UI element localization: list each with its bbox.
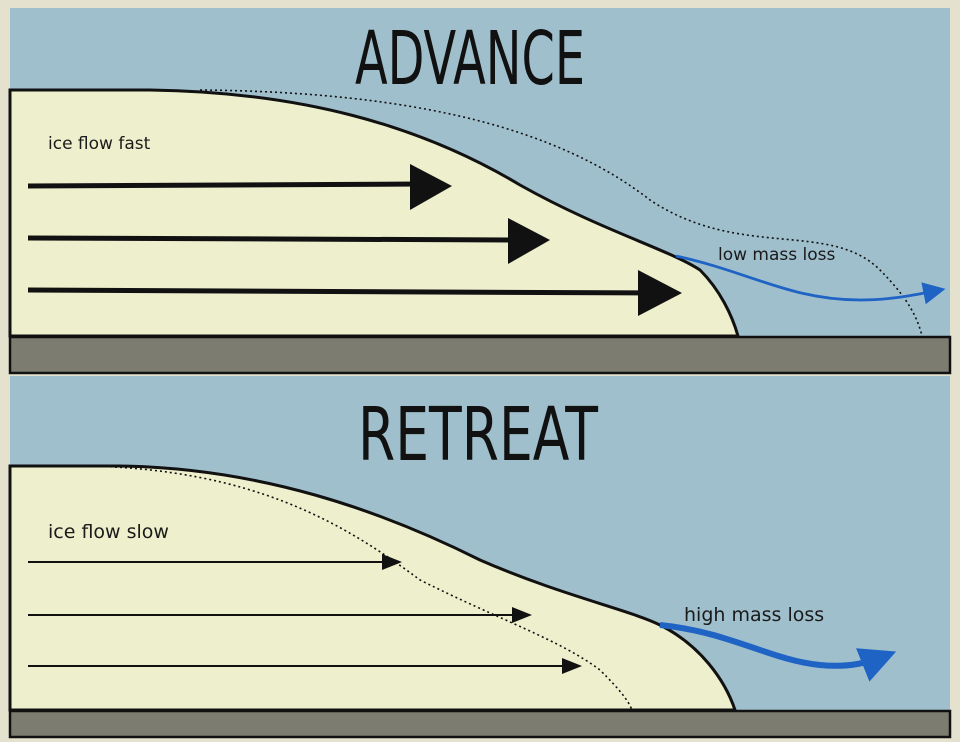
retreat-title: RETREAT <box>358 392 599 478</box>
retreat-flow-label: ice flow slow <box>48 521 169 543</box>
retreat-ice-body <box>8 464 738 712</box>
advance-flow-arrow <box>27 270 682 316</box>
advance-panel: ADVANCE ice flow fast low mass loss <box>8 8 952 375</box>
advance-ice-body <box>8 88 740 338</box>
advance-bedrock <box>8 335 952 375</box>
retreat-panel: RETREAT ice flow slow high mass loss <box>8 376 952 739</box>
retreat-mass-loss-arrow <box>659 622 897 682</box>
retreat-mass-loss-label: high mass loss <box>684 604 824 626</box>
advance-mass-loss-label: low mass loss <box>718 245 836 265</box>
advance-flow-arrow <box>27 164 452 210</box>
retreat-previous-extent-line <box>89 465 633 711</box>
advance-title: ADVANCE <box>355 16 585 102</box>
advance-flow-label: ice flow fast <box>48 134 151 154</box>
retreat-bedrock <box>8 709 952 739</box>
advance-mass-loss-arrow <box>675 254 946 305</box>
advance-previous-extent-line <box>199 89 923 337</box>
advance-flow-arrow <box>27 218 550 264</box>
